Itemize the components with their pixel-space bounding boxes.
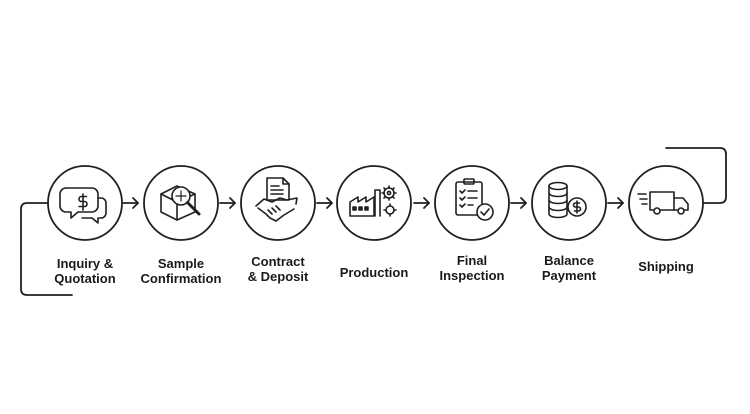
step-label-shipping: Shipping <box>638 259 694 274</box>
step-label-sample: Sample Confirmation <box>140 256 222 286</box>
arrow-6 <box>607 197 624 209</box>
entry-bracket <box>20 202 73 296</box>
step-3-node <box>240 165 316 241</box>
step-2-node <box>143 165 219 241</box>
step-label-inspection: Final Inspection <box>439 253 505 283</box>
clipboard-check-icon <box>455 178 494 221</box>
step-1-node <box>47 165 123 241</box>
step-6-node <box>531 165 607 241</box>
factory-gears-icon <box>349 185 397 217</box>
step-label-production: Production <box>339 265 409 280</box>
delivery-truck-icon <box>637 191 689 215</box>
handshake-contract-icon <box>255 177 298 222</box>
step-4-node <box>336 165 412 241</box>
arrow-5 <box>510 197 527 209</box>
step-5-node <box>434 165 510 241</box>
arrow-3 <box>316 197 333 209</box>
arrow-2 <box>219 197 236 209</box>
step-7-node <box>628 165 704 241</box>
step-label-payment: Balance Payment <box>541 253 597 283</box>
coins-dollar-icon <box>548 181 587 219</box>
magnifier-box-icon <box>160 185 201 221</box>
arrow-4 <box>413 197 430 209</box>
exit-bracket <box>665 147 727 204</box>
dollar-speech-bubbles-icon <box>59 187 107 224</box>
step-label-inquiry: Inquiry & Quotation <box>54 256 116 286</box>
step-label-contract: Contract & Deposit <box>247 254 309 284</box>
arrow-1 <box>122 197 139 209</box>
